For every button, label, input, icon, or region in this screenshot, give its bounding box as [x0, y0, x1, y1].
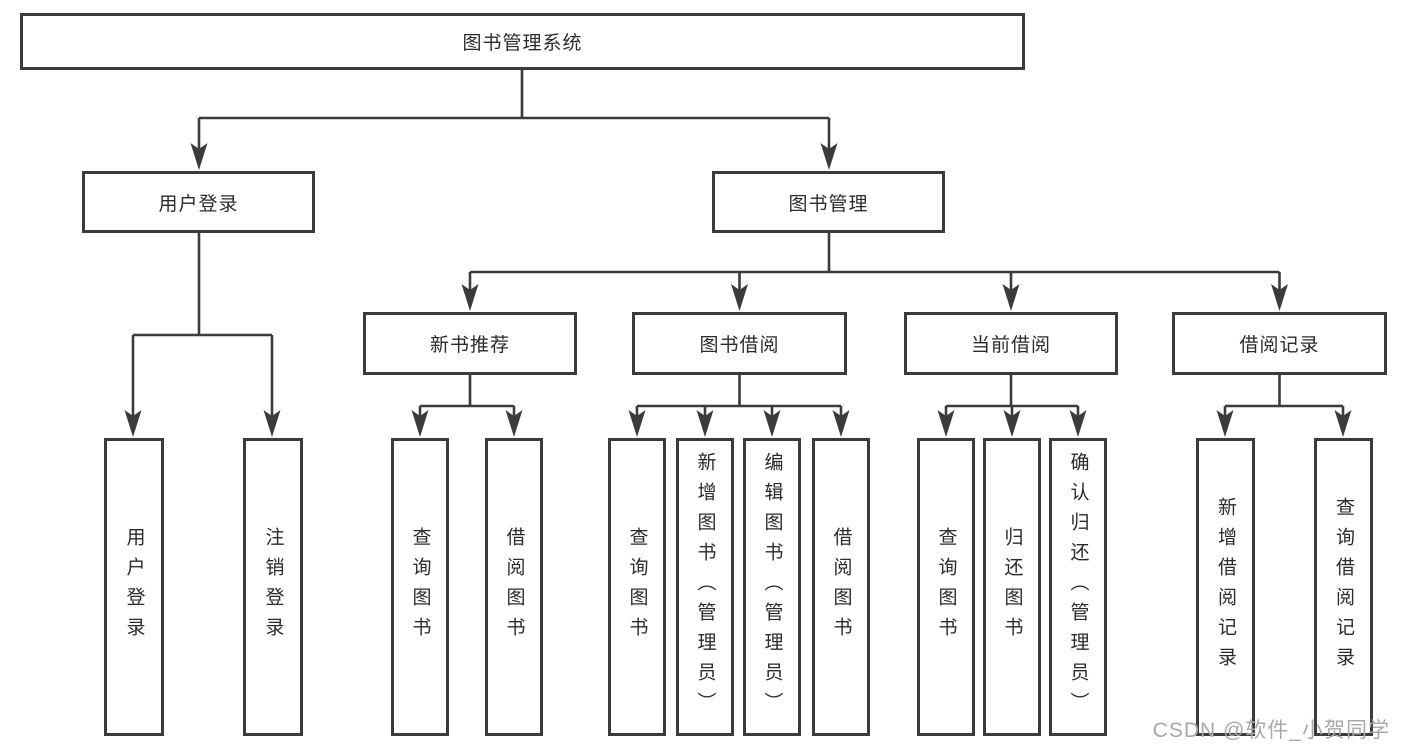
- leaf-return-book: 归还图书: [983, 438, 1041, 736]
- leaf-add-borrow-record: 新增借阅记录: [1196, 438, 1255, 736]
- leaf-label: 编辑图书（管理员）: [761, 452, 783, 722]
- leaf-query-borrow-record: 查询借阅记录: [1314, 438, 1373, 736]
- leaf-label: 查询图书: [935, 527, 957, 647]
- node-book-management-branch: 图书管理: [712, 171, 945, 233]
- leaf-query-books-recommend: 查询图书: [391, 438, 449, 736]
- tree-connector-path: [131, 69, 1345, 432]
- leaf-label: 新增图书（管理员）: [694, 452, 716, 722]
- leaf-user-login: 用户登录: [104, 438, 164, 736]
- csdn-watermark: CSDN @软件_小贺同学: [1152, 719, 1390, 742]
- leaf-label: 注销登录: [262, 527, 284, 647]
- leaf-label: 新增借阅记录: [1215, 497, 1236, 677]
- leaf-label: 用户登录: [123, 527, 145, 647]
- leaf-borrow-books: 借阅图书: [812, 438, 870, 736]
- node-system-root: 图书管理系统: [20, 13, 1025, 70]
- arrowheads: [124, 143, 1352, 437]
- node-new-book-recommendation: 新书推荐: [363, 312, 577, 375]
- leaf-label: 借阅图书: [503, 527, 525, 647]
- leaf-label: 确认归还（管理员）: [1067, 452, 1089, 722]
- node-user-login-branch: 用户登录: [82, 171, 315, 233]
- leaf-confirm-return-admin: 确认归还（管理员）: [1049, 438, 1107, 736]
- leaf-edit-book-admin: 编辑图书（管理员）: [743, 438, 801, 736]
- node-book-borrowing: 图书借阅: [632, 312, 847, 375]
- leaf-label: 归还图书: [1001, 527, 1023, 647]
- leaf-label: 借阅图书: [830, 527, 852, 647]
- node-current-borrowing: 当前借阅: [904, 312, 1118, 375]
- leaf-borrow-books-recommend: 借阅图书: [485, 438, 543, 736]
- leaf-query-books-borrowing: 查询图书: [608, 438, 666, 736]
- leaf-logout: 注销登录: [243, 438, 303, 736]
- leaf-label: 查询借阅记录: [1333, 497, 1354, 677]
- leaf-query-books-current: 查询图书: [917, 438, 975, 736]
- leaf-add-book-admin: 新增图书（管理员）: [676, 438, 734, 736]
- node-borrowing-records: 借阅记录: [1172, 312, 1387, 375]
- leaf-label: 查询图书: [626, 527, 648, 647]
- leaf-label: 查询图书: [409, 527, 431, 647]
